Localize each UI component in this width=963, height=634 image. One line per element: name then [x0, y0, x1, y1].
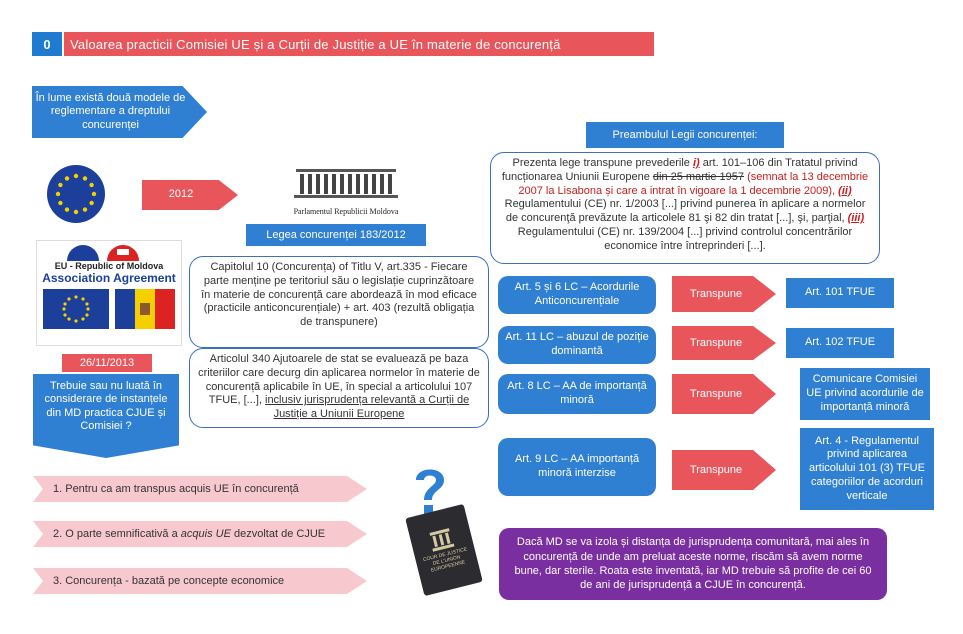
row1-right: Art. 101 TFUE — [786, 278, 894, 308]
point-2-text-end: dezvoltat de CJUE — [234, 528, 326, 540]
aa-line2: Association Agreement — [42, 271, 176, 285]
court-book-text: COUR DE JUSTICE DE L'UNION EUROPEENNE — [422, 546, 468, 574]
row1-left: Art. 5 și 6 LC – Acordurile Anticoncuren… — [498, 276, 656, 314]
preamble-red: (semnat la 13 decembrie 2007 la Lisabona… — [518, 170, 869, 197]
law-label: Legea concurenței 183/2012 — [246, 224, 426, 246]
year-arrow: 2012 — [142, 180, 238, 210]
page-title: Valoarea practicii Comisiei UE și a Curț… — [64, 32, 654, 56]
preamble-part: Regulamentului (CE) nr. 139/2004 [...] p… — [517, 225, 853, 252]
preamble-marker: (ii) — [838, 184, 852, 197]
court-book-image: COUR DE JUSTICE DE L'UNION EUROPEENNE — [405, 503, 483, 597]
row2-arrow: Transpune — [672, 326, 776, 360]
point-2-italic: acquis UE — [180, 528, 231, 540]
question-box: Trebuie sau nu luată în considerare de i… — [33, 374, 179, 458]
preamble-strike: din 25 martie 1957 — [652, 170, 745, 183]
row4-left: Art. 9 LC – AA importanță minoră interzi… — [498, 438, 656, 496]
section-number: 0 — [32, 32, 62, 56]
article340-text: Articolul 340 Ajutoarele de stat se eval… — [198, 353, 480, 407]
row3-arrow: Transpune — [672, 374, 776, 414]
row4-arrow: Transpune — [672, 450, 776, 490]
row2-left: Art. 11 LC – abuzul de poziție dominantă — [498, 326, 656, 364]
row3-left: Art. 8 LC – AA de importanță minoră — [498, 374, 656, 414]
conclusion-box: Dacă MD se va izola și distanța de juris… — [499, 528, 887, 600]
row4-right: Art. 4 - Regulamentul privind aplicarea … — [800, 428, 934, 510]
preamble-marker: (iii) — [847, 212, 865, 224]
moldova-flag-icon — [115, 289, 175, 329]
eu-flag-small-icon — [43, 289, 109, 329]
preamble-label: Preambulul Legii concurenței: — [586, 122, 784, 148]
court-emblem-icon — [429, 528, 455, 552]
parliament-logo-text: Parlamentul Republicii Moldova — [293, 207, 399, 216]
date-badge: 26/11/2013 — [62, 354, 152, 372]
parliament-logo: Parlamentul Republicii Moldova — [276, 166, 416, 216]
article340-underlined: inclusiv jurisprudența relevantă a Curți… — [265, 394, 470, 420]
preamble-part: art. 101–106 din Tratatul privind funcți… — [501, 157, 858, 183]
article340-box: Articolul 340 Ajutoarele de stat se eval… — [189, 348, 489, 428]
preamble-marker: i) — [692, 157, 700, 169]
point-2-text: 2. O parte semnificativă a — [53, 528, 178, 540]
aa-line1: EU - Republic of Moldova — [54, 261, 164, 271]
intro-arrow: În lume există două modele de reglementa… — [32, 86, 207, 138]
association-agreement-image: EU - Republic of Moldova Association Agr… — [36, 240, 182, 346]
row2-right: Art. 102 TFUE — [786, 328, 894, 358]
question-mark-icon — [410, 462, 450, 522]
row1-arrow: Transpune — [672, 276, 776, 312]
preamble-text: Prezenta lege transpune prevederile i) a… — [490, 152, 880, 264]
point-2: 2. O parte semnificativă a acquis UE dez… — [33, 521, 367, 547]
preamble-part: Regulamentului (CE) nr. 1/2003 [...] pri… — [504, 198, 866, 224]
point-1: 1. Pentru ca am transpus acquis UE în co… — [33, 476, 367, 502]
eu-flag-icon — [46, 164, 106, 224]
preamble-part: Prezenta lege transpune prevederile — [512, 157, 693, 169]
chapter10-box: Capitolul 10 (Concurența) of Titlu V, ar… — [189, 256, 489, 348]
row3-right: Comunicare Comisiei UE privind acorduril… — [800, 368, 930, 420]
point-3: 3. Concurența - bazată pe concepte econo… — [33, 568, 367, 594]
